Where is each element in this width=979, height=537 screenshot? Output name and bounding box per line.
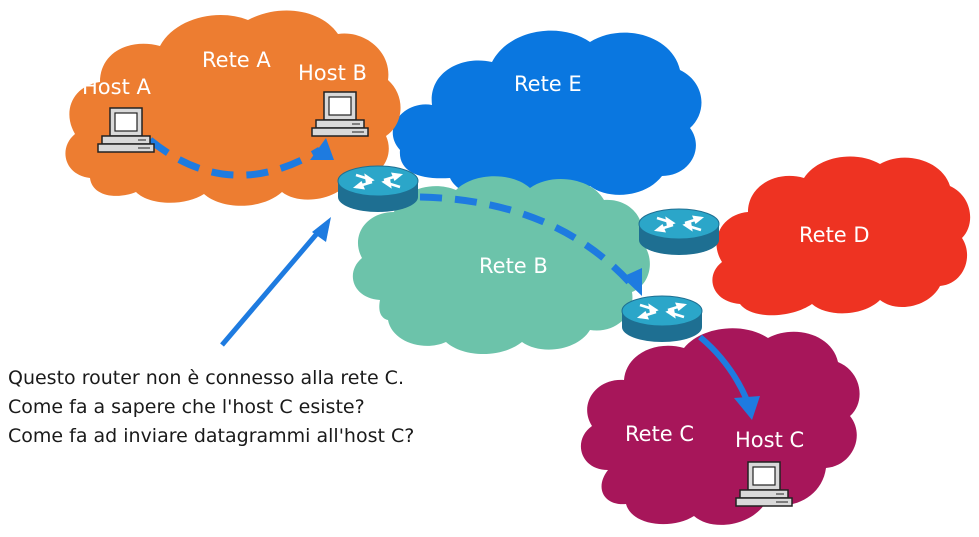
host-label-host-a: Host A [82,75,151,99]
router-icon [336,164,420,214]
arrowhead-router-route [622,268,642,296]
dashed-path-router-route [419,193,635,288]
network-label-rete-b: Rete B [479,254,548,278]
router-icon [637,207,721,257]
network-label-rete-d: Rete D [799,223,870,247]
cloud-rete-e [392,30,702,201]
annotation-line-1: Questo router non è connesso alla rete C… [8,367,404,389]
cloud-rete-d [712,156,971,316]
host-label-host-b: Host B [298,61,367,85]
arrowhead-host-b [310,138,334,160]
cloud-rete-c [580,328,860,525]
pointer-arrow [220,228,322,347]
annotation-line-2: Come fa a sapere che l'host C esiste? [8,396,365,418]
pointer-arrowhead [312,217,331,242]
arrowhead-host-c [734,396,760,420]
cloud-rete-b [352,176,650,354]
annotation-line-3: Come fa ad inviare datagrammi all'host C… [8,425,415,447]
annotation-text: Questo router non è connesso alla rete C… [8,364,414,451]
arrow-to-host-c [698,334,749,400]
network-label-rete-a: Rete A [202,48,271,72]
dashed-path-host-a-to-host-b [147,137,322,179]
host-label-host-c: Host C [735,428,804,452]
router-icon [620,294,704,344]
network-label-rete-e: Rete E [514,72,582,96]
network-label-rete-c: Rete C [625,422,694,446]
